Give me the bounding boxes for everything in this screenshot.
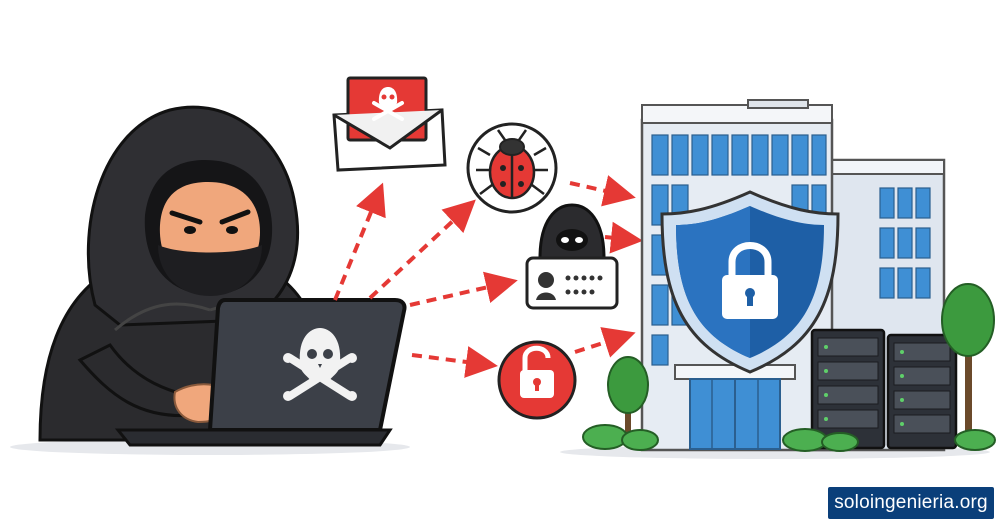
watermark-part-solo: solo xyxy=(834,492,870,513)
arrow-to-email xyxy=(333,182,386,301)
laptop-icon xyxy=(114,298,407,447)
arrow-identity-to-building xyxy=(604,221,643,254)
watermark-part-domain: .org xyxy=(954,492,988,513)
bushes xyxy=(582,424,996,452)
arrow-to-bug xyxy=(368,199,476,300)
arrow-lock-to-building xyxy=(574,327,636,358)
arrow-to-identity xyxy=(409,271,518,307)
watermark-part-ingenieria: ingenieria xyxy=(869,492,955,513)
attack-arrows xyxy=(333,175,643,378)
malware-bug-icon xyxy=(466,122,558,214)
hacker-figure xyxy=(38,105,332,442)
unlocked-padlock-icon xyxy=(497,340,577,420)
identity-theft-icon xyxy=(525,203,619,310)
skull-crossbones-icon xyxy=(283,328,357,401)
security-shield-icon xyxy=(660,190,840,374)
padlock-icon xyxy=(722,242,778,319)
server-rack-icon xyxy=(810,328,958,450)
arrow-bug-to-building xyxy=(569,175,636,207)
arrow-to-lock xyxy=(411,346,498,378)
phishing-email-icon xyxy=(332,76,447,172)
tree-icon xyxy=(607,283,995,440)
